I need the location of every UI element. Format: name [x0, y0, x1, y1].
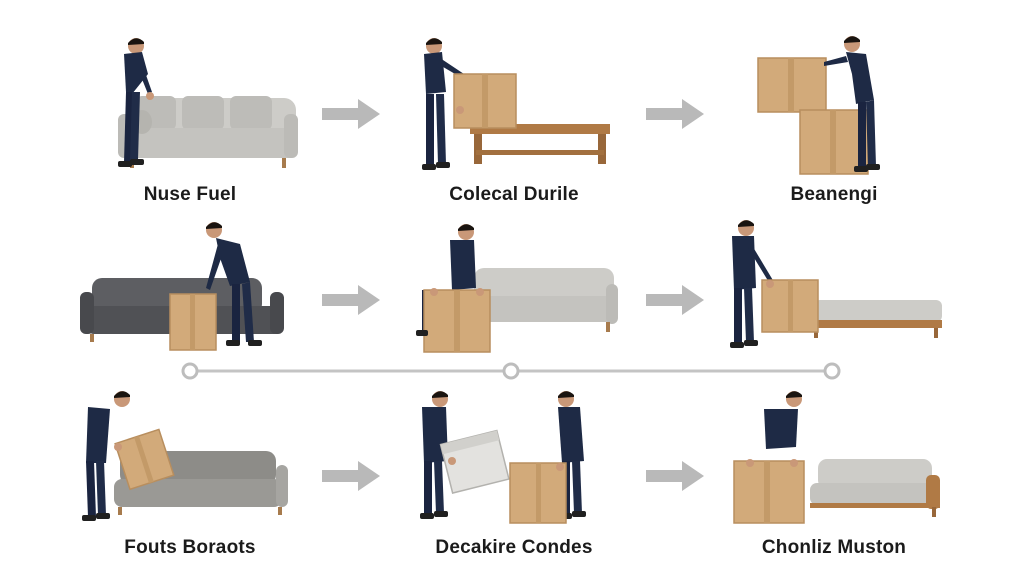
sofa-seat — [122, 128, 296, 158]
timeline-marker — [181, 362, 199, 380]
right-arrow-icon — [322, 99, 380, 129]
timeline-marker — [502, 362, 520, 380]
step-panel — [70, 210, 310, 390]
step-panel: Beanengi — [714, 30, 954, 210]
step-panel: Fouts Boraots — [70, 385, 310, 565]
sofa-frame — [810, 503, 940, 508]
dark-sofa-illustration — [80, 222, 284, 351]
step-caption: Fouts Boraots — [124, 537, 256, 558]
right-arrow-icon — [322, 285, 380, 315]
two-workers-illustration — [420, 391, 586, 524]
step-caption: Decakire Condes — [435, 537, 593, 558]
box-by-sofa-illustration — [416, 224, 618, 353]
step-panel: Colecal Durile — [394, 30, 634, 210]
wooden-table — [470, 124, 610, 134]
sofa-seat — [114, 479, 282, 507]
sofa-seat — [810, 483, 934, 505]
step-caption: Beanengi — [790, 184, 878, 205]
daybed-frame — [810, 320, 942, 328]
step-caption: Colecal Durile — [449, 184, 579, 205]
sofa-cushion-illustration — [118, 38, 298, 168]
step-panel: Nuse Fuel — [70, 30, 310, 210]
step-panel: Decakire Condes — [394, 385, 634, 565]
box-beside-sofa-illustration — [733, 391, 940, 524]
daybed-cushion — [814, 300, 942, 322]
box-over-table-illustration — [422, 38, 610, 170]
stacking-boxes-illustration — [757, 36, 880, 175]
step-panel — [714, 210, 954, 390]
tilting-box-illustration — [82, 391, 288, 521]
step-caption: Nuse Fuel — [143, 184, 237, 205]
right-arrow-icon — [646, 461, 704, 491]
worker-torso — [124, 52, 148, 94]
sofa-back — [474, 268, 614, 302]
right-arrow-icon — [646, 99, 704, 129]
right-arrow-icon — [646, 285, 704, 315]
right-arrow-icon — [322, 461, 380, 491]
step-panel — [394, 210, 634, 390]
timeline-marker — [823, 362, 841, 380]
step-caption: Chonliz Muston — [761, 537, 907, 558]
sofa-seat — [468, 296, 614, 322]
sofa-back — [818, 459, 932, 489]
step-panel: Chonliz Muston — [714, 385, 954, 565]
box-on-daybed-illustration — [730, 220, 942, 348]
